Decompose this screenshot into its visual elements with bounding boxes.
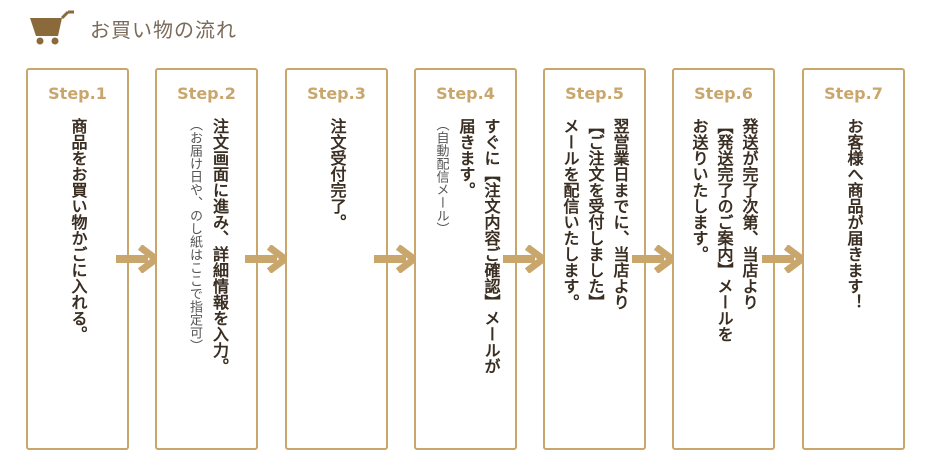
step-4-note: （自動配信メール） — [433, 118, 449, 235]
step-4-text: すぐに【注文内容ご確認】メールが 届きます。 （自動配信メール） — [416, 118, 515, 438]
step-2-label: Step.2 — [177, 84, 236, 103]
step-3-card: Step.3 注文受付完了。 — [285, 68, 388, 450]
step-5-line-3: メールを配信いたします。 — [560, 118, 580, 310]
step-5-text: 翌営業日までに、当店より 【ご注文を受付しました】 メールを配信いたします。 — [545, 118, 644, 438]
step-3-text: 注文受付完了。 — [287, 118, 386, 438]
step-1-text: 商品をお買い物かごに入れる。 — [28, 118, 127, 438]
step-5-line-2: 【ご注文を受付しました】 — [585, 118, 605, 310]
step-6-line-3: お送りいたします。 — [689, 118, 709, 262]
step-6-card: Step.6 発送が完了次第、当店より 【発送完了のご案内】メールを お送りいた… — [672, 68, 775, 450]
step-4-label: Step.4 — [436, 84, 495, 103]
step-2-text: 注文画面に進み、詳細情報を入力。 （お届け日や、のし紙はここで指定可） — [157, 118, 256, 438]
step-7-text: お客様へ商品が届きます！ — [804, 118, 903, 438]
step-1-card: Step.1 商品をお買い物かごに入れる。 — [26, 68, 129, 450]
step-3-line-1: 注文受付完了。 — [327, 118, 347, 230]
step-2-line-1: 注文画面に進み、詳細情報を入力。 — [210, 118, 229, 374]
step-6-text: 発送が完了次第、当店より 【発送完了のご案内】メールを お送りいたします。 — [674, 118, 773, 438]
page-title: お買い物の流れ — [90, 17, 237, 42]
step-6-line-2: 【発送完了のご案内】メールを — [714, 118, 734, 342]
step-2-note: （お届け日や、のし紙はここで指定可） — [187, 118, 202, 352]
page-header: お買い物の流れ — [28, 8, 237, 48]
step-1-line-1: 商品をお買い物かごに入れる。 — [68, 118, 88, 342]
step-5-card: Step.5 翌営業日までに、当店より 【ご注文を受付しました】 メールを配信い… — [543, 68, 646, 450]
step-5-line-1: 翌営業日までに、当店より — [610, 118, 630, 310]
step-4-card: Step.4 すぐに【注文内容ご確認】メールが 届きます。 （自動配信メール） — [414, 68, 517, 450]
step-7-label: Step.7 — [824, 84, 883, 103]
step-1-label: Step.1 — [48, 84, 107, 103]
step-3-label: Step.3 — [307, 84, 366, 103]
step-4-line-1: すぐに【注文内容ご確認】メールが — [481, 118, 501, 374]
shopping-cart-icon — [30, 10, 74, 45]
step-6-label: Step.6 — [694, 84, 753, 103]
step-4-line-2: 届きます。 — [456, 118, 476, 198]
step-5-label: Step.5 — [565, 84, 624, 103]
step-7-card: Step.7 お客様へ商品が届きます！ — [802, 68, 905, 450]
step-2-card: Step.2 注文画面に進み、詳細情報を入力。 （お届け日や、のし紙はここで指定… — [155, 68, 258, 450]
step-7-line-1: お客様へ商品が届きます！ — [844, 118, 864, 310]
step-6-line-1: 発送が完了次第、当店より — [739, 118, 759, 310]
